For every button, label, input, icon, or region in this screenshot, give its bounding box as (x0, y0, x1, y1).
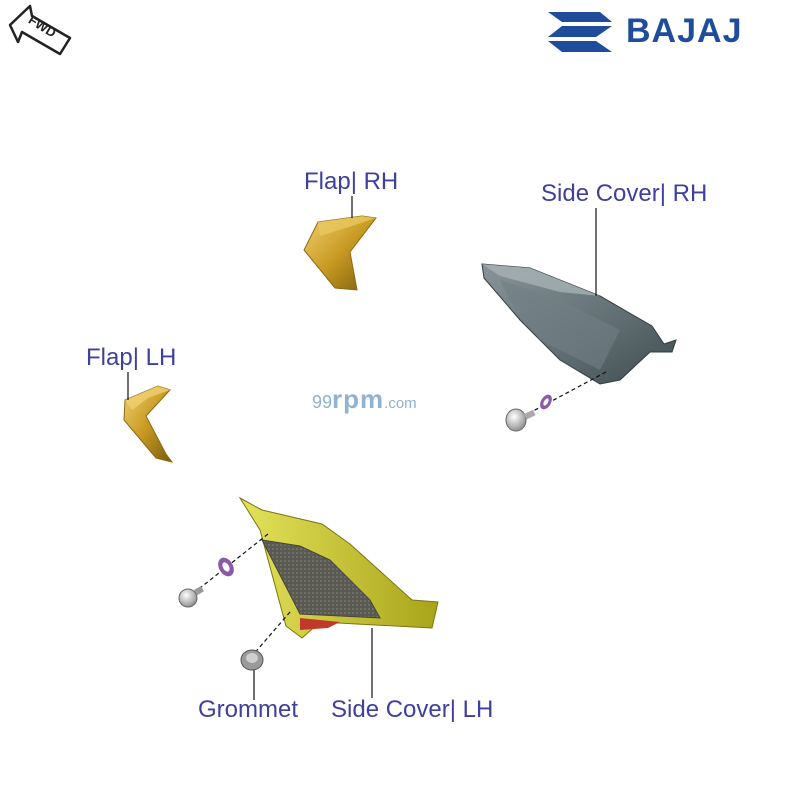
forward-arrow-icon: FWD (8, 4, 72, 56)
grommet-part (240, 649, 264, 671)
washer-lh (218, 557, 234, 577)
callout-leader-lines (127, 196, 597, 700)
watermark: 99rpm.com (312, 386, 417, 412)
watermark-part3: .com (384, 395, 417, 412)
label-side-cover-rh: Side Cover| RH (541, 180, 708, 207)
side-cover-lh-part (238, 496, 439, 639)
label-side-cover-lh: Side Cover| LH (331, 696, 494, 723)
bolt-lh (178, 586, 204, 608)
bajaj-logo-icon (548, 12, 612, 52)
flap-rh-part (303, 215, 377, 291)
brand-name: BAJAJ (626, 12, 743, 50)
side-cover-rh-part (481, 263, 677, 385)
flap-lh-part (123, 385, 174, 463)
label-flap-lh: Flap| LH (86, 344, 177, 371)
bolt-rh (505, 408, 536, 432)
label-grommet: Grommet (198, 696, 299, 723)
watermark-part1: 99 (312, 392, 333, 412)
washer-rh (540, 394, 552, 410)
label-flap-rh: Flap| RH (304, 168, 399, 195)
watermark-part2: rpm (332, 384, 385, 414)
